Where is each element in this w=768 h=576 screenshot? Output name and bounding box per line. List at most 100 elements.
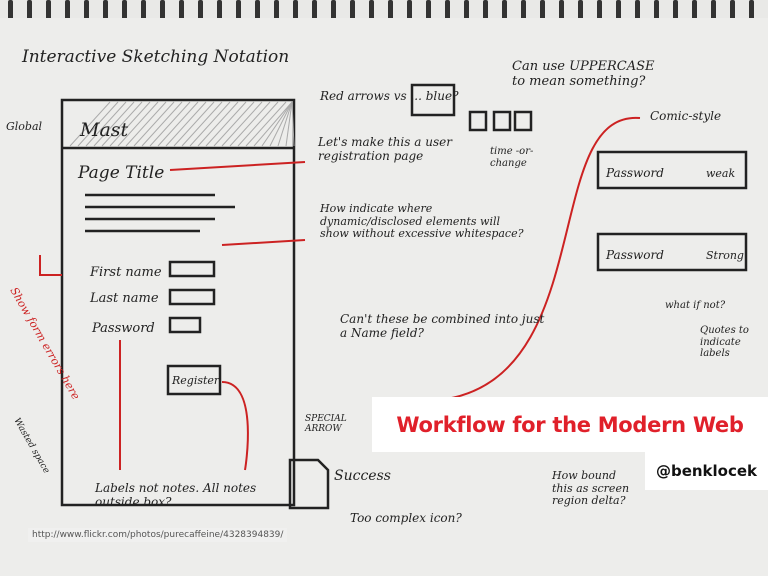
spiral-ring (635, 0, 640, 20)
slide-title: Workflow for the Modern Web (396, 412, 744, 437)
spiral-ring (749, 0, 754, 20)
spiral-ring (160, 0, 165, 20)
spiral-ring (46, 0, 51, 20)
spiral-ring (236, 0, 241, 20)
note-complex-icon: Too complex icon? (350, 511, 462, 525)
spiral-ring (141, 0, 146, 20)
password-strong-label: Password (605, 248, 664, 262)
spiral-ring (730, 0, 735, 20)
hatch-line (213, 101, 255, 147)
page-title-label: Page Title (77, 163, 164, 183)
spiral-ring (255, 0, 260, 20)
spiral-ring (122, 0, 127, 20)
author-handle: @benklocek (655, 462, 758, 480)
spiral-binding (8, 0, 754, 20)
spiral-ring (654, 0, 659, 20)
hatch-line (197, 101, 239, 147)
hatch-line (253, 101, 293, 147)
spiral-ring (559, 0, 564, 20)
hatch-line (157, 101, 199, 147)
spiral-ring (84, 0, 89, 20)
hatch-line (237, 101, 279, 147)
hatch-line (181, 101, 223, 147)
note-dynamic: How indicate where dynamic/disclosed ele… (320, 202, 524, 241)
red-arrows (39, 116, 641, 471)
note-uppercase: Can use UPPERCASE to mean something? (512, 59, 655, 89)
note-combined: Can't these be combined into just a Name… (340, 312, 545, 340)
spiral-ring (312, 0, 317, 20)
note-comic: Comic-style (650, 109, 721, 123)
first-name-label: First name (89, 265, 162, 280)
spiral-ring (616, 0, 621, 20)
hatch-line (109, 101, 151, 147)
hatch-line (269, 101, 293, 147)
spiral-ring (464, 0, 469, 20)
global-label: Global (6, 120, 43, 133)
spiral-ring (521, 0, 526, 20)
spiral-ring (445, 0, 450, 20)
last-name-label: Last name (89, 291, 159, 306)
note-special-arrow: SPECIAL ARROW (305, 414, 347, 435)
hatch-line (117, 101, 159, 147)
spiral-ring (179, 0, 184, 20)
mast-label: Mast (79, 119, 129, 141)
note-bound: How bound this as screen region delta? (552, 469, 630, 508)
hatch-line (133, 101, 175, 147)
note-what-if: what if not? (665, 300, 726, 311)
hatch-line (277, 101, 293, 147)
spiral-ring (407, 0, 412, 20)
hatch-line (125, 101, 167, 147)
photo-credit-link[interactable]: http://www.flickr.com/photos/purecaffein… (28, 528, 288, 542)
hatch-line (245, 101, 287, 147)
mast-hatching (69, 101, 295, 147)
hatch-line (141, 101, 183, 147)
hatch-line (85, 101, 127, 147)
note-quotes: Quotes to indicate labels (700, 325, 749, 359)
spiral-ring (597, 0, 602, 20)
success-label: Success (334, 468, 391, 484)
hatch-line (261, 101, 293, 147)
spiral-ring (673, 0, 678, 20)
note-registration: Let's make this a user registration page (318, 135, 452, 163)
note-red-arrows: Red arrows vs ... blue? (319, 89, 459, 103)
hatch-line (173, 101, 215, 147)
spiral-ring (198, 0, 203, 20)
spiral-ring (388, 0, 393, 20)
hatch-line (165, 101, 207, 147)
spiral-ring (274, 0, 279, 20)
spiral-ring (692, 0, 697, 20)
strong-label: Strong (706, 249, 744, 262)
wireframe (60, 83, 748, 510)
hatch-line (93, 101, 135, 147)
spiral-ring (426, 0, 431, 20)
spiral-ring (350, 0, 355, 20)
spiral-ring (103, 0, 108, 20)
hatch-line (205, 101, 247, 147)
hatch-line (149, 101, 191, 147)
note-labels: Labels not notes. All notes outside box? (95, 481, 257, 509)
password-label: Password (91, 321, 155, 336)
password-weak-label: Password (605, 166, 664, 180)
spiral-ring (711, 0, 716, 20)
hatch-line (77, 101, 119, 147)
hatch-line (291, 101, 295, 147)
hatch-line (229, 101, 271, 147)
spiral-ring (65, 0, 70, 20)
hatch-line (101, 101, 143, 147)
weak-label: weak (706, 167, 735, 180)
spiral-ring (293, 0, 298, 20)
spiral-ring (8, 0, 13, 20)
spiral-ring (27, 0, 32, 20)
sketch-heading: Interactive Sketching Notation (21, 47, 289, 67)
spiral-ring (217, 0, 222, 20)
title-banner: Workflow for the Modern Web (372, 397, 768, 452)
note-time: time -or- change (490, 146, 534, 169)
spiral-ring (540, 0, 545, 20)
spiral-ring (578, 0, 583, 20)
author-banner: @benklocek (645, 452, 768, 490)
spiral-ring (502, 0, 507, 20)
spiral-ring (483, 0, 488, 20)
hatch-line (69, 101, 111, 147)
spiral-ring (331, 0, 336, 20)
